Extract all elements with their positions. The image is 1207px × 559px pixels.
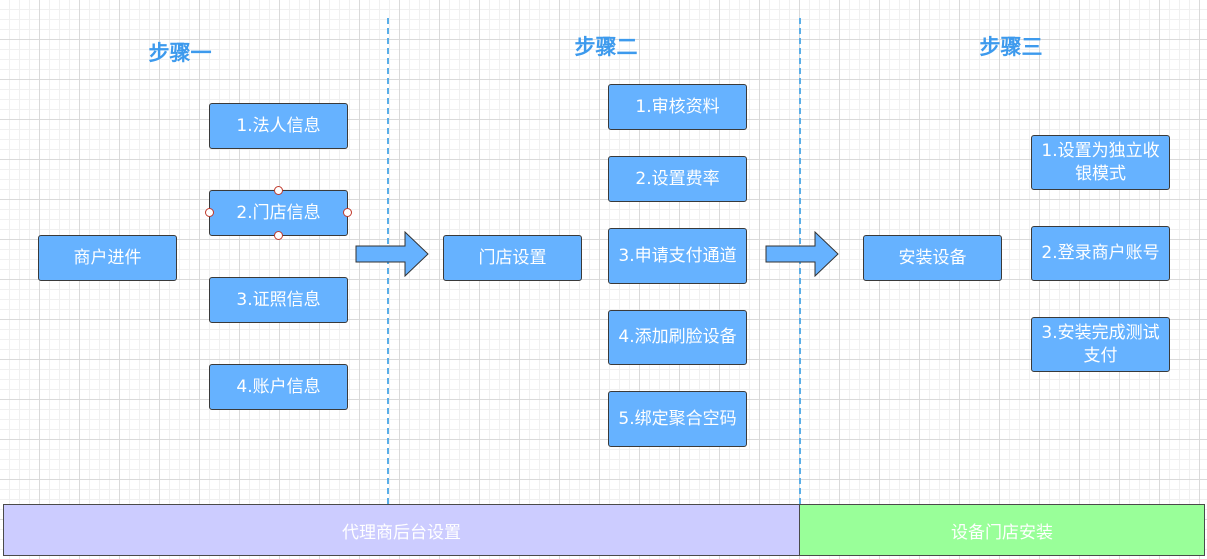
- review-materials-node[interactable]: 1.审核资料: [608, 84, 747, 130]
- test-payment-node[interactable]: 3.安装完成测试支付: [1031, 317, 1170, 372]
- selection-handle-top[interactable]: [274, 186, 283, 195]
- step-two-title: 步骤二: [574, 35, 638, 59]
- set-rate-node[interactable]: 2.设置费率: [608, 156, 747, 202]
- merchant-login-node[interactable]: 2.登录商户账号: [1031, 226, 1170, 281]
- store-setup-node[interactable]: 门店设置: [443, 235, 582, 281]
- legal-person-info-node[interactable]: 1.法人信息: [209, 103, 348, 149]
- store-info-node[interactable]: 2.门店信息: [209, 190, 348, 236]
- step-one-title: 步骤一: [148, 41, 212, 65]
- bind-aggregate-code-node[interactable]: 5.绑定聚合空码: [608, 391, 747, 447]
- add-face-device-node[interactable]: 4.添加刷脸设备: [608, 310, 747, 365]
- arrow-right-icon: [355, 231, 429, 277]
- selection-handle-left[interactable]: [205, 208, 214, 217]
- device-store-install-band: 设备门店安装: [799, 504, 1205, 556]
- selection-handle-bottom[interactable]: [274, 231, 283, 240]
- selection-handle-right[interactable]: [343, 208, 352, 217]
- merchant-onboarding-node[interactable]: 商户进件: [38, 235, 177, 281]
- apply-payment-channel-node[interactable]: 3.申请支付通道: [608, 228, 747, 284]
- agent-backend-setup-band: 代理商后台设置: [3, 504, 800, 556]
- arrow-right-icon: [765, 231, 839, 277]
- license-info-node[interactable]: 3.证照信息: [209, 277, 348, 323]
- account-info-node[interactable]: 4.账户信息: [209, 364, 348, 410]
- step-three-title: 步骤三: [979, 35, 1043, 59]
- install-device-node[interactable]: 安装设备: [863, 235, 1002, 281]
- standalone-cashier-mode-node[interactable]: 1.设置为独立收银模式: [1031, 135, 1170, 190]
